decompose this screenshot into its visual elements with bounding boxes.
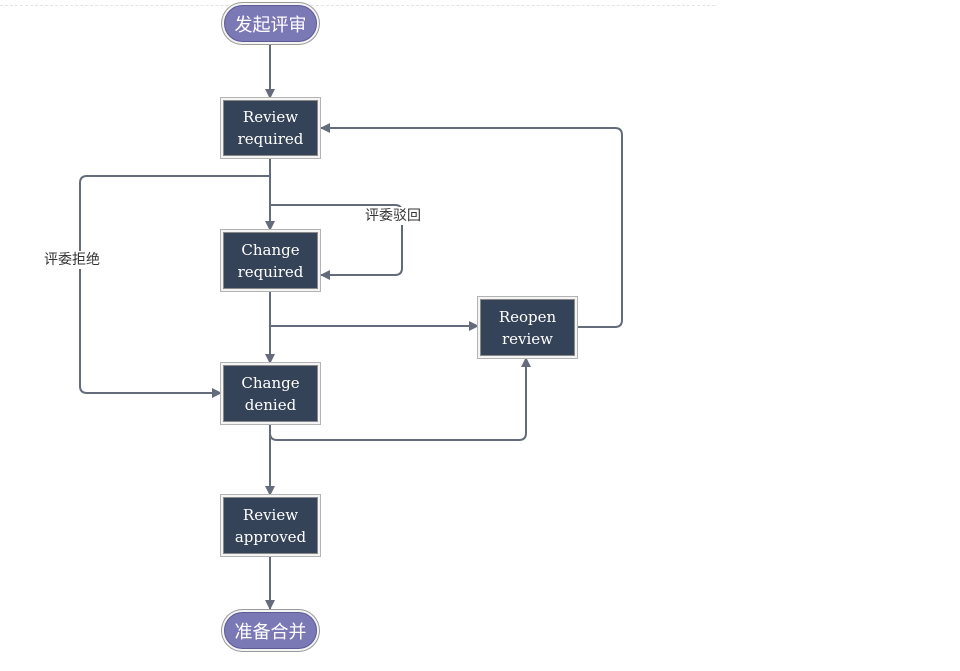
edge-review-required-loop-to-change-required <box>270 204 403 280</box>
change-required-node: Change required <box>223 232 318 289</box>
end-node: 准备合并 <box>224 612 317 649</box>
review-approved-node: Review approved <box>223 497 318 554</box>
reviewer-send-back-label: 评委驳回 <box>364 207 422 225</box>
reviewer-reject-label: 评委拒绝 <box>43 251 101 269</box>
top-divider <box>0 5 715 6</box>
change-denied-node: Change denied <box>223 365 318 422</box>
reopen-review-node: Reopen review <box>480 299 575 356</box>
start-node: 发起评审 <box>224 5 317 42</box>
review-required-node: Review required <box>223 100 318 156</box>
edge-review-required-to-change-denied <box>79 175 270 398</box>
edge-reopen-review-to-review-required <box>320 123 623 328</box>
